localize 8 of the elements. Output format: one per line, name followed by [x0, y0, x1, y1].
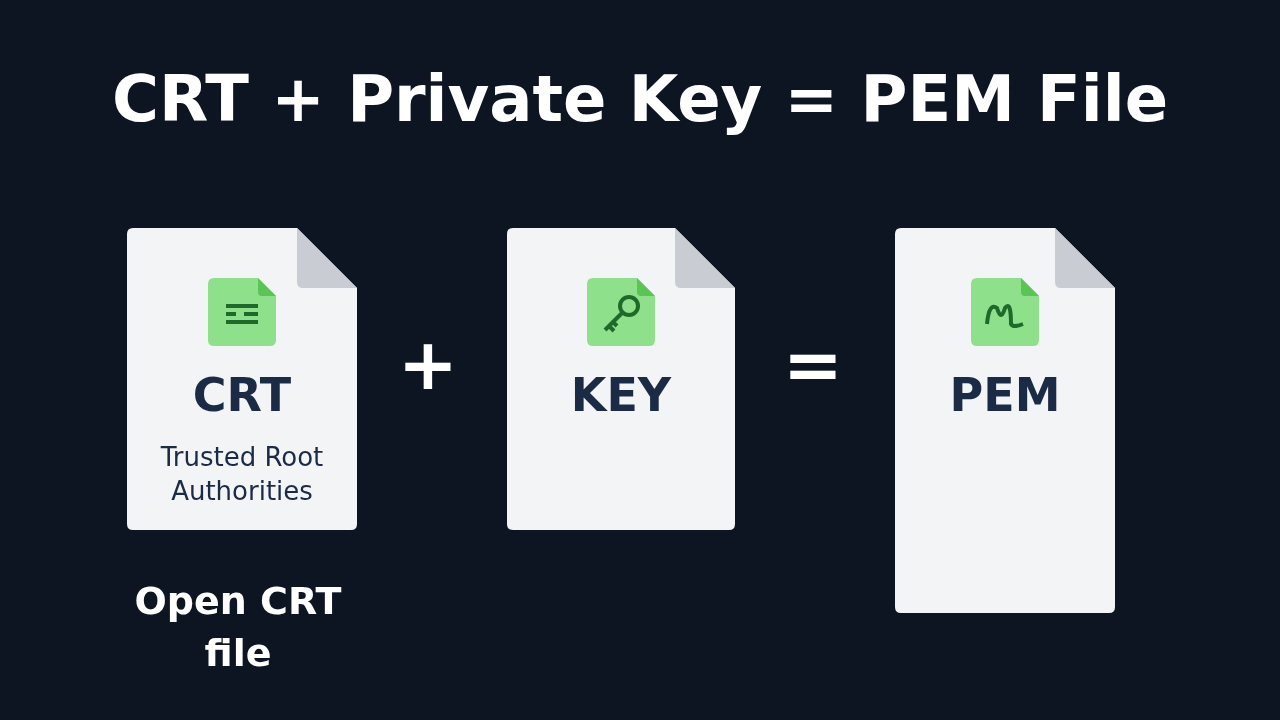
description-text: Trusted Root Authorities — [159, 441, 325, 508]
file-type-heading: PEM — [948, 368, 1062, 422]
file-type-heading: CRT — [191, 368, 293, 422]
plus-sign: + — [396, 322, 460, 406]
title-heading: CRT + Private Key = PEM File — [110, 62, 1170, 136]
caption-text: Open CRT file — [133, 578, 343, 677]
file-type-heading: KEY — [569, 368, 673, 422]
equals-sign: = — [781, 322, 845, 406]
